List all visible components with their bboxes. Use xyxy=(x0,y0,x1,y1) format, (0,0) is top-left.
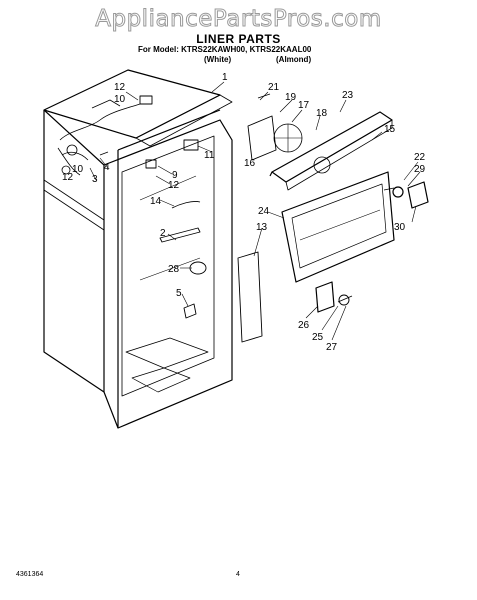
evaporator-cover-24 xyxy=(281,171,395,283)
wiring-harness xyxy=(57,99,141,176)
callout-12-top: 12 xyxy=(114,82,126,93)
callout-22: 22 xyxy=(414,152,426,163)
document-number: 4361364 xyxy=(16,571,44,578)
callout-26: 26 xyxy=(298,320,310,331)
part-cap-5 xyxy=(183,303,197,319)
part-panel-13 xyxy=(237,251,263,343)
callout-12-left: 12 xyxy=(62,172,74,183)
part-clip-10 xyxy=(139,95,153,105)
callout-13: 13 xyxy=(256,222,268,233)
callout-25: 25 xyxy=(312,332,324,343)
callout-17: 17 xyxy=(298,100,310,111)
variant-white: (White) xyxy=(204,55,232,64)
callout-11: 11 xyxy=(204,150,215,161)
evaporator-fan-assembly xyxy=(247,93,303,161)
part-tube-14 xyxy=(171,201,201,209)
callout-2: 2 xyxy=(160,228,166,239)
callout-10-left: 10 xyxy=(72,164,84,175)
watermark-logo: AppliancePartsPros.com xyxy=(95,6,382,33)
callout-24: 24 xyxy=(258,206,270,217)
callout-1: 1 xyxy=(222,72,228,83)
page-number: 4 xyxy=(236,571,240,578)
callout-14: 14 xyxy=(150,196,162,207)
small-parts xyxy=(139,95,263,343)
cabinet-liner xyxy=(43,69,233,429)
leader-lines xyxy=(89,81,421,341)
callout-15: 15 xyxy=(384,124,396,135)
callout-10-top: 10 xyxy=(114,94,126,105)
callout-3: 3 xyxy=(92,174,98,185)
callout-30: 30 xyxy=(394,222,406,233)
callout-27: 27 xyxy=(326,342,338,353)
callout-9: 9 xyxy=(172,170,178,181)
callout-21: 21 xyxy=(268,82,280,93)
part-block-11 xyxy=(183,139,199,151)
callout-23: 23 xyxy=(342,90,354,101)
thermostat-control xyxy=(383,181,429,209)
callout-18: 18 xyxy=(316,108,328,119)
callout-12-mid: 12 xyxy=(168,180,180,191)
callout-28: 28 xyxy=(168,264,180,275)
model-line: For Model: KTRS22KAWH00, KTRS22KAAL00 xyxy=(138,45,312,54)
callout-4: 4 xyxy=(104,162,110,173)
air-channel-23 xyxy=(269,111,393,191)
callout-5: 5 xyxy=(176,288,182,299)
part-clip-9 xyxy=(145,159,157,169)
callout-29: 29 xyxy=(414,164,426,175)
variant-almond: (Almond) xyxy=(276,55,312,64)
lower-bracket-parts xyxy=(315,281,353,313)
callout-labels: 1 12 10 21 19 17 23 18 15 11 4 3 10 12 9… xyxy=(62,72,426,353)
part-grommet-28 xyxy=(189,261,207,275)
callout-16: 16 xyxy=(244,158,256,169)
callout-19: 19 xyxy=(285,92,297,103)
part-bracket-2 xyxy=(159,227,201,243)
diagram-title: LINER PARTS xyxy=(196,32,281,46)
